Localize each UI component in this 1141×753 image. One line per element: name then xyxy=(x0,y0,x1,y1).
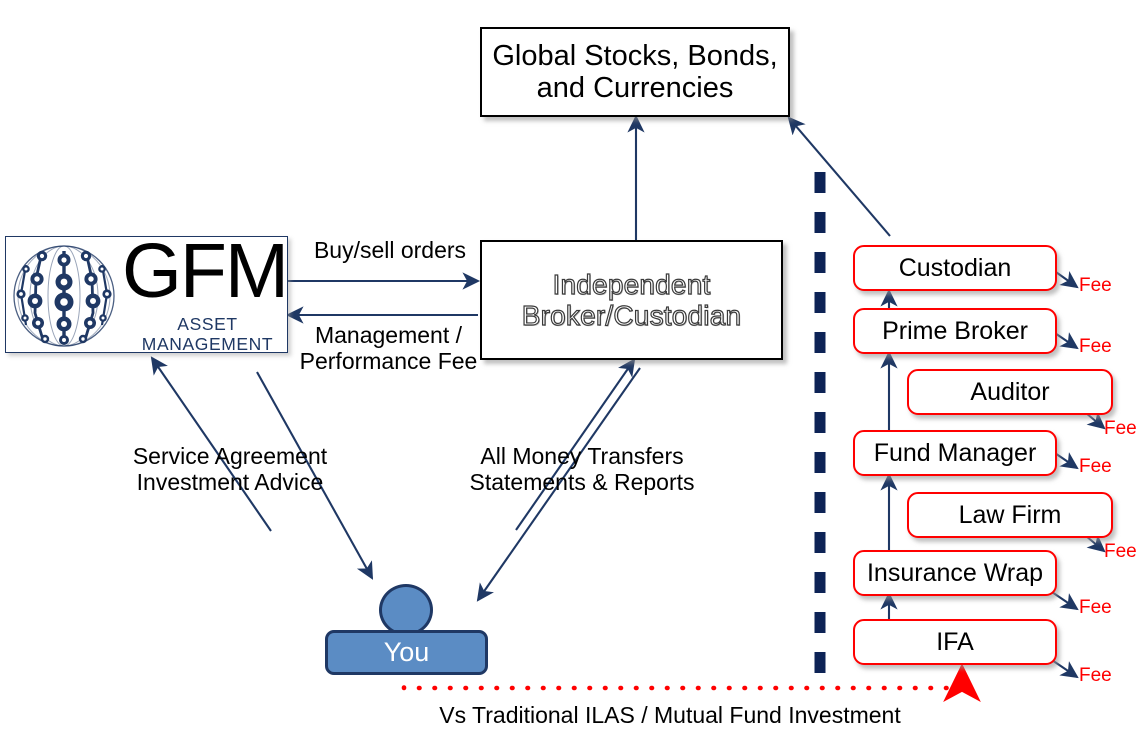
box-law-firm-label: Law Firm xyxy=(958,501,1062,529)
box-insurance-wrap[interactable]: Insurance Wrap xyxy=(853,550,1057,596)
dotted-path-you-to-ifa xyxy=(401,663,981,703)
fee-label-law-firm: Fee xyxy=(1104,541,1137,562)
box-independent-broker[interactable]: Independent Broker/Custodian xyxy=(480,240,783,360)
box-custodian-label: Custodian xyxy=(898,254,1012,282)
you-label: You xyxy=(383,637,430,667)
fee-label-custodian: Fee xyxy=(1079,275,1112,296)
box-ifa-label: IFA xyxy=(936,628,974,656)
box-insurance-wrap-label: Insurance Wrap xyxy=(866,559,1043,587)
box-independent-broker-label: Independent Broker/Custodian xyxy=(521,268,742,332)
you-avatar-body[interactable]: You xyxy=(325,630,488,675)
fee-label-ifa: Fee xyxy=(1079,665,1112,686)
label-buy-sell-orders: Buy/sell orders xyxy=(313,237,467,263)
box-fund-manager-label: Fund Manager xyxy=(873,439,1037,467)
gfm-logo-box[interactable]: GFM ASSET MANAGEMENT xyxy=(5,228,289,354)
arrow-custodian-to-markets xyxy=(787,116,891,237)
gfm-tagline: ASSET MANAGEMENT xyxy=(141,314,274,354)
fee-label-fund-manager: Fee xyxy=(1079,456,1112,477)
globe-network-icon xyxy=(13,245,115,347)
label-service-agreement: Service Agreement Investment Advice xyxy=(132,443,328,496)
fee-label-auditor: Fee xyxy=(1104,418,1137,439)
box-global-markets[interactable]: Global Stocks, Bonds, and Currencies xyxy=(480,27,790,117)
box-fund-manager[interactable]: Fund Manager xyxy=(853,430,1057,476)
box-custodian[interactable]: Custodian xyxy=(853,245,1057,291)
box-ifa[interactable]: IFA xyxy=(853,619,1057,665)
box-prime-broker[interactable]: Prime Broker xyxy=(853,308,1057,354)
box-auditor[interactable]: Auditor xyxy=(907,369,1113,415)
box-prime-broker-label: Prime Broker xyxy=(882,317,1028,345)
label-money-transfers: All Money Transfers Statements & Reports xyxy=(469,443,695,496)
you-avatar-head xyxy=(379,584,433,636)
fee-label-prime-broker: Fee xyxy=(1079,336,1112,357)
box-global-markets-label: Global Stocks, Bonds, and Currencies xyxy=(492,39,778,104)
label-management-performance-fee: Management / Performance Fee xyxy=(299,322,478,375)
box-law-firm[interactable]: Law Firm xyxy=(907,492,1113,538)
box-auditor-label: Auditor xyxy=(970,378,1050,406)
fee-label-insurance-wrap: Fee xyxy=(1079,597,1112,618)
footer-caption: Vs Traditional ILAS / Mutual Fund Invest… xyxy=(439,702,901,728)
gfm-wordmark: GFM xyxy=(122,228,289,314)
